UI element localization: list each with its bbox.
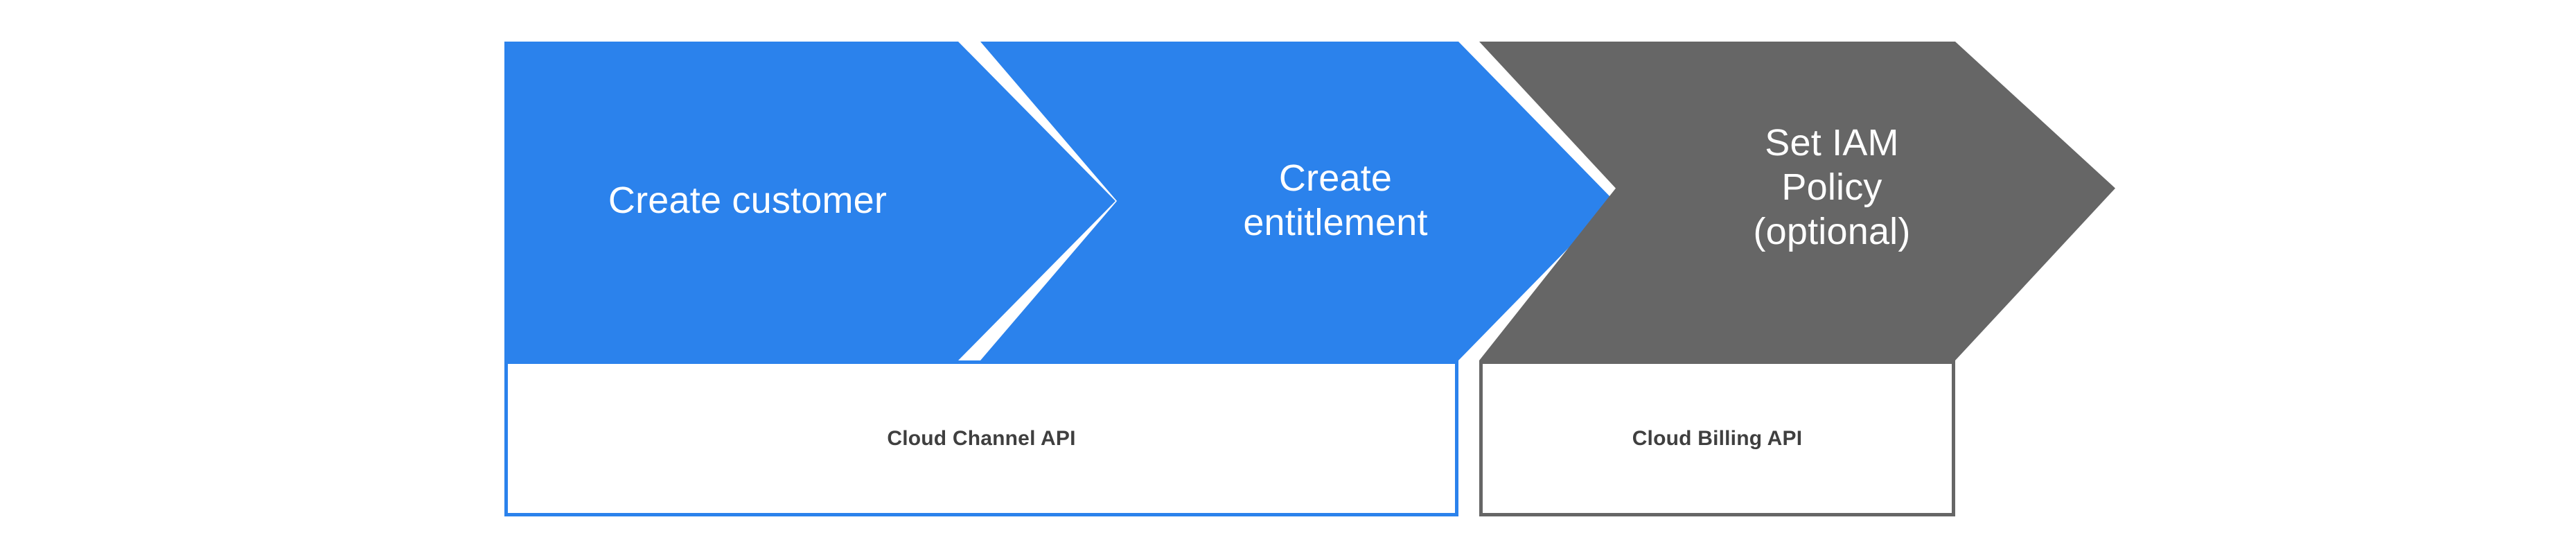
api-group-label: Cloud Channel API — [887, 426, 1076, 450]
flow-step-label: Set IAM Policy (optional) — [1753, 122, 1911, 252]
flow-step-create-entitlement[interactable]: Create entitlement — [980, 42, 1614, 360]
flow-step-label: Create customer — [608, 180, 888, 222]
api-group-label: Cloud Billing API — [1632, 426, 1803, 450]
api-group-cloud-channel-api[interactable]: Cloud Channel API — [504, 360, 1458, 516]
api-group-cloud-billing-api[interactable]: Cloud Billing API — [1479, 360, 1955, 516]
flow-step-label: Create entitlement — [1243, 157, 1428, 243]
